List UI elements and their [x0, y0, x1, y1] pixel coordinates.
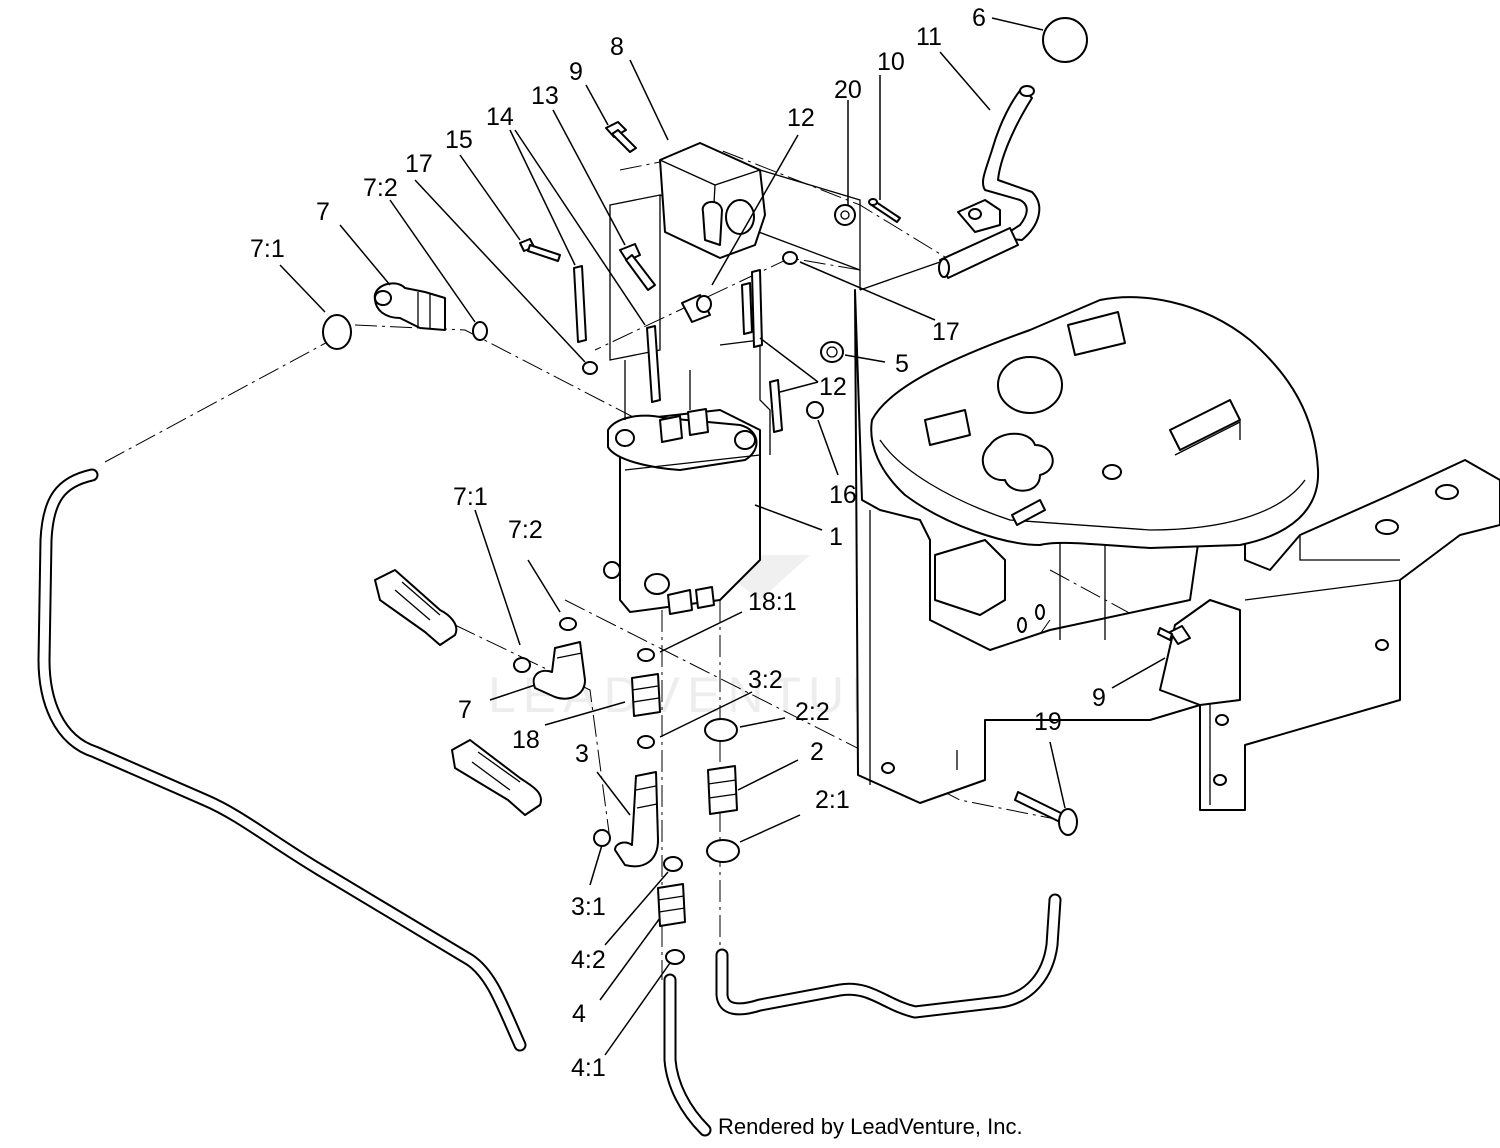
- callout-1: 1: [829, 523, 843, 551]
- callout-7: 7: [316, 198, 330, 226]
- shift-knob: [1042, 17, 1088, 63]
- return-tube-left: [37, 468, 527, 1052]
- callout-8: 8: [610, 33, 624, 61]
- callout-2-2: 2:2: [795, 698, 830, 726]
- callout-3: 3: [575, 740, 589, 768]
- handle-bracket: [659, 142, 861, 290]
- o-ring-7-2-upper: [472, 321, 488, 341]
- callout-12: 12: [819, 373, 847, 401]
- callout-3-2: 3:2: [748, 666, 783, 694]
- pump-tube-bottom-right: [715, 893, 1062, 1019]
- credit-text: Rendered by LeadVenture, Inc.: [718, 1114, 1023, 1139]
- o-ring-18-1: [637, 648, 655, 662]
- hardware-bolt-13: [619, 243, 656, 291]
- callout-2: 2: [810, 738, 824, 766]
- frame-top-plate: [870, 296, 1320, 549]
- control-valve: [603, 408, 761, 615]
- callout-14: 14: [486, 103, 514, 131]
- hardware-nut-16: [806, 401, 824, 419]
- o-ring-2-2: [704, 718, 738, 742]
- elbow-tube-3: [614, 771, 659, 868]
- o-ring-3-1: [593, 829, 611, 847]
- callout-9: 9: [569, 58, 583, 86]
- elbow-fitting-7-upper: [373, 282, 446, 331]
- hardware-pin-10: [868, 198, 901, 223]
- shift-lever: [938, 85, 1041, 279]
- callout-7-1: 7:1: [250, 235, 285, 263]
- hardware-bolt-9-top: [605, 121, 637, 153]
- elbow-fitting-7-lower: [532, 641, 586, 700]
- hardware-bolt-9-right: [1157, 625, 1191, 645]
- callout-13: 13: [531, 82, 559, 110]
- o-ring-7-1-upper: [322, 314, 352, 350]
- callout-10: 10: [877, 48, 905, 76]
- callout-11: 11: [916, 23, 942, 51]
- callout-4-1: 4:1: [571, 1054, 606, 1082]
- hardware-nut-5: [820, 341, 844, 363]
- callout-4: 4: [572, 1000, 586, 1028]
- callout-7-1: 7:1: [453, 483, 488, 511]
- hardware-washers-17: [582, 251, 798, 375]
- leader-lines: [279, 17, 1166, 1056]
- callout-7: 7: [458, 696, 472, 724]
- callout-5: 5: [895, 350, 909, 378]
- adapter-18: [631, 673, 661, 717]
- callout-15: 15: [445, 126, 473, 154]
- o-ring-4-1: [665, 949, 685, 965]
- callout-9: 9: [1092, 684, 1106, 712]
- hardware-bolt-15: [519, 238, 561, 262]
- adapter-2: [707, 765, 738, 815]
- callout-labels: 6 11 10 20 8 9 13 14 15 12 17 7:2 7 7:1 …: [250, 4, 1106, 1082]
- hardware-links-14: [573, 265, 783, 433]
- callout-2-1: 2:1: [815, 786, 850, 814]
- callout-16: 16: [829, 481, 857, 509]
- callout-17: 17: [932, 318, 960, 346]
- hardware-nut-20: [834, 204, 856, 226]
- callout-19: 19: [1034, 708, 1062, 736]
- callout-17: 17: [405, 150, 433, 178]
- callout-18: 18: [512, 726, 540, 754]
- o-ring-7-1-lower: [513, 657, 531, 673]
- hardware-spool-12: [681, 294, 712, 323]
- o-ring-7-2-lower: [559, 617, 577, 631]
- frame-bracket: [854, 289, 1500, 811]
- pressure-tube-bottom: [663, 973, 712, 1137]
- adapter-4: [657, 883, 686, 927]
- lever-shaft-line: [859, 261, 941, 291]
- callout-4-2: 4:2: [571, 946, 606, 974]
- callout-7-2: 7:2: [363, 174, 398, 202]
- callout-3-1: 3:1: [571, 893, 606, 921]
- o-ring-4-2: [663, 856, 683, 872]
- o-ring-3-2: [637, 735, 655, 749]
- callout-6: 6: [972, 4, 986, 32]
- o-ring-2-1: [706, 839, 740, 863]
- callout-12: 12: [787, 104, 815, 132]
- callout-18-1: 18:1: [748, 588, 797, 616]
- hardware-bolt-19: [1014, 791, 1078, 836]
- hose-end-upper: [374, 569, 458, 646]
- callout-7-2: 7:2: [508, 516, 543, 544]
- hose-end-lower: [451, 739, 542, 816]
- callout-20: 20: [834, 76, 862, 104]
